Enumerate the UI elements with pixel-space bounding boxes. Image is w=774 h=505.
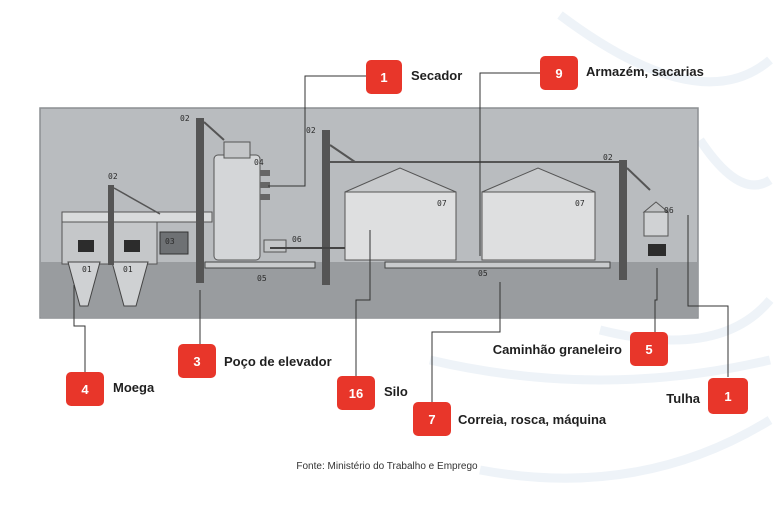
label: Armazém, sacarias [586,64,704,79]
badge [413,402,451,436]
code-02-a: 02 [108,172,118,181]
badge [178,344,216,378]
silo-right [481,167,596,261]
callout-tulha: 1 Tulha [666,378,748,414]
callout-armazem: 9 Armazém, sacarias [540,56,704,90]
moega-structure [61,185,213,307]
code-01-a: 01 [82,265,92,274]
svg-text:4: 4 [81,382,89,397]
svg-text:16: 16 [349,386,363,401]
ground-area [41,262,697,317]
svg-text:1: 1 [724,389,731,404]
badge [540,56,578,90]
badge [66,372,104,406]
svg-text:7: 7 [428,412,435,427]
elevator-leg-2 [322,130,620,285]
badge [337,376,375,410]
code-04: 04 [254,158,264,167]
code-02-d: 02 [603,153,613,162]
label: Silo [384,384,408,399]
badge [366,60,402,94]
badge [708,378,748,414]
code-03: 03 [165,237,175,246]
code-01-b: 01 [123,265,133,274]
code-05-a: 05 [257,274,267,283]
code-05-b: 05 [478,269,488,278]
callout-caminhao: 5 Caminhão graneleiro [493,332,668,366]
callout-correia: 7 Correia, rosca, máquina [413,402,607,436]
code-07-a: 07 [437,199,447,208]
conveyors [204,247,611,269]
elevator-and-dryer [196,118,287,283]
callout-silo: 16 Silo [337,376,408,410]
label: Tulha [666,391,700,406]
code-06-a: 06 [292,235,302,244]
code-02-c: 02 [306,126,316,135]
tulha-structure [619,160,670,280]
background-arcs [428,11,774,483]
leader-lines [73,72,729,402]
code-02-b: 02 [180,114,190,123]
label: Moega [113,380,155,395]
source-caption: Fonte: Ministério do Trabalho e Emprego [296,461,478,472]
callout-secador: 1 Secador [366,60,462,94]
code-06-b: 06 [664,206,674,215]
label: Correia, rosca, máquina [458,412,607,427]
callout-poco-elevador: 3 Poço de elevador [178,344,332,378]
callout-moega: 4 Moega [66,372,155,406]
svg-text:1: 1 [380,70,387,85]
svg-text:5: 5 [645,342,652,357]
label: Poço de elevador [224,354,332,369]
badge [630,332,668,366]
svg-text:3: 3 [193,354,200,369]
label: Secador [411,68,462,83]
label: Caminhão graneleiro [493,342,622,357]
code-07-b: 07 [575,199,585,208]
svg-text:9: 9 [555,66,562,81]
silo-left [344,167,457,261]
